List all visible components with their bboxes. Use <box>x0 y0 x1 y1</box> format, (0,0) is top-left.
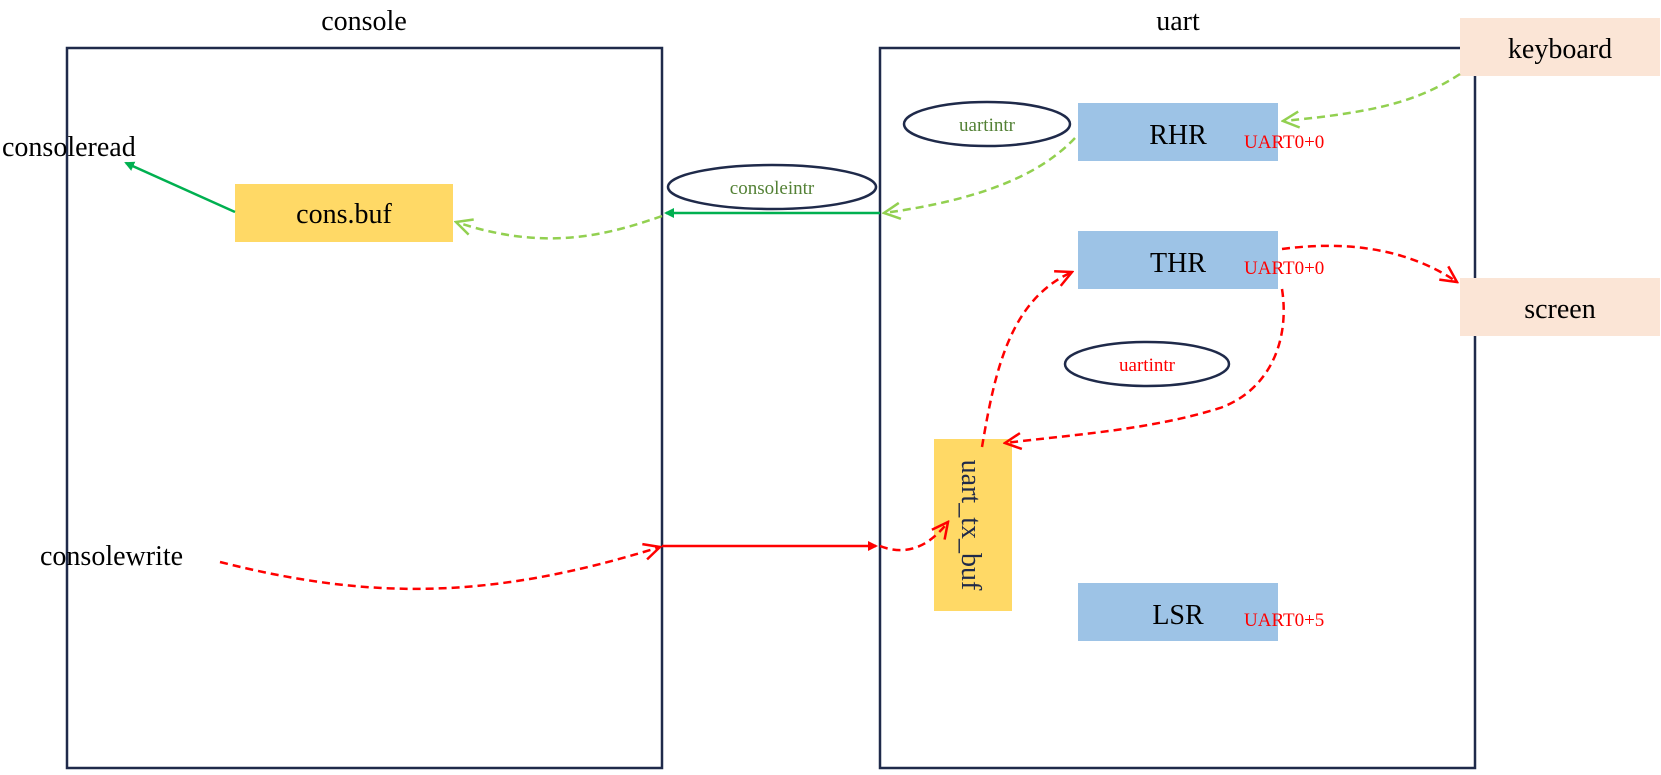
arrow-keyboard-to-rhr <box>1283 72 1461 121</box>
thr-register <box>1078 231 1278 289</box>
arrow-edge-to-uart-tx-buf <box>879 522 948 552</box>
arrow-uart-tx-buf-to-thr <box>980 272 1072 448</box>
uartintr-top-label: uartintr <box>959 115 1016 136</box>
uart-tx-buf-label: uart_tx_buf <box>955 460 986 591</box>
arrow-consolewrite-to-console-edge <box>219 547 660 591</box>
consolewrite-label: consolewrite <box>40 541 183 572</box>
console-frame <box>65 46 664 770</box>
thr-label: THR <box>1150 248 1206 279</box>
screen-box <box>1460 278 1660 336</box>
keyboard-box <box>1460 18 1660 76</box>
uart-frame <box>878 46 1477 770</box>
lsr-register <box>1078 583 1278 641</box>
keyboard-label: keyboard <box>1508 34 1612 65</box>
rhr-label: RHR <box>1149 120 1207 151</box>
arrow-thr-to-screen <box>1281 244 1457 282</box>
uartintr-top-ellipse <box>902 100 1072 148</box>
arrow-rhr-to-uart-edge <box>884 137 1076 213</box>
lsr-address: UART0+5 <box>1244 610 1324 631</box>
arrow-thr-to-uart-tx-buf <box>1005 288 1285 443</box>
arrow-consoleintr-to-consbuf <box>456 214 663 240</box>
rhr-register <box>1078 103 1278 161</box>
cons-buf-box <box>235 184 453 242</box>
arrow-consbuf-to-consoleread <box>124 161 236 214</box>
consoleintr-ellipse <box>666 163 878 211</box>
lsr-label: LSR <box>1152 600 1204 631</box>
consoleread-label: consoleread <box>2 132 136 163</box>
uart-title: uart <box>1156 6 1200 37</box>
rhr-address: UART0+0 <box>1244 132 1324 153</box>
consoleintr-label: consoleintr <box>730 178 815 199</box>
uartintr-mid-ellipse <box>1063 340 1231 388</box>
uartintr-mid-label: uartintr <box>1119 355 1176 376</box>
cons-buf-label: cons.buf <box>296 199 392 230</box>
console-title: console <box>321 6 407 37</box>
screen-label: screen <box>1524 294 1596 325</box>
thr-address: UART0+0 <box>1244 258 1324 279</box>
